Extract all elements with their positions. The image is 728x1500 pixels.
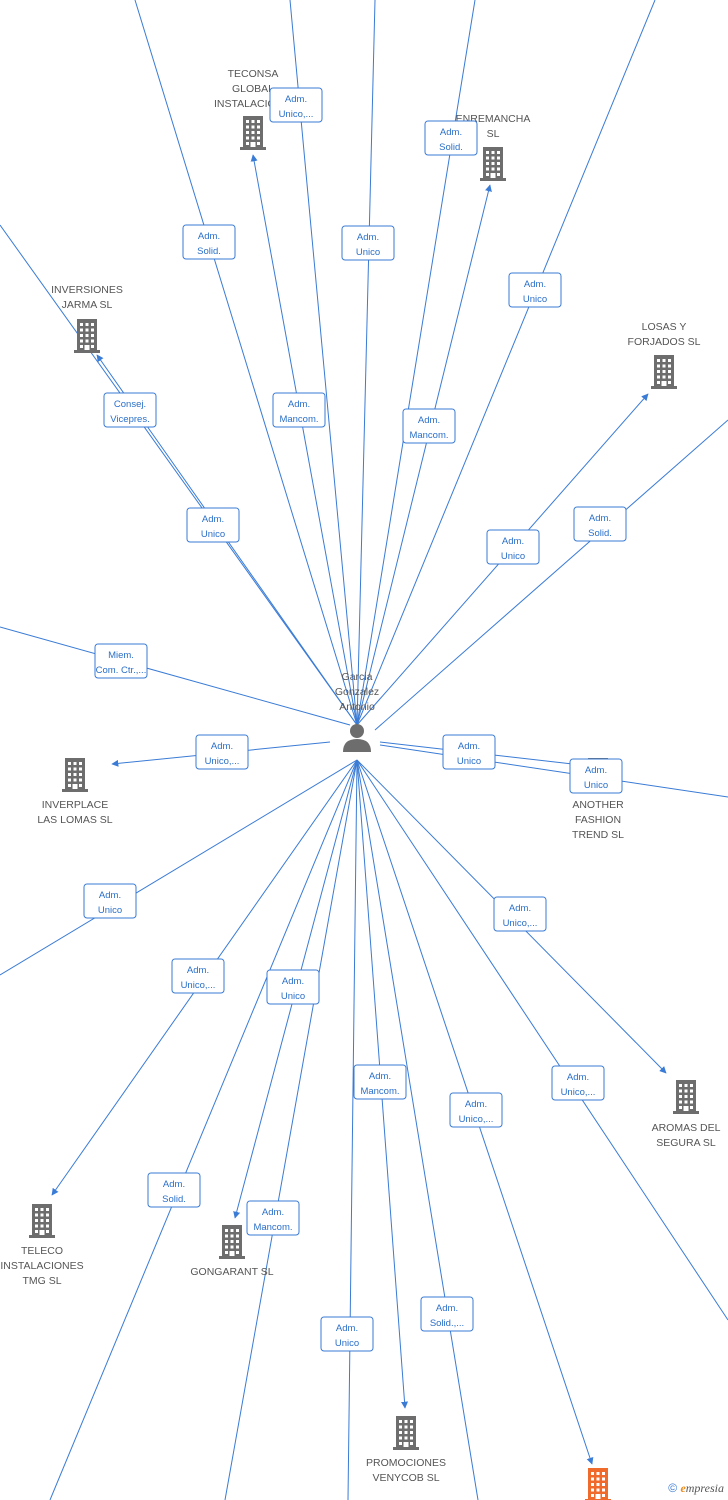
- svg-text:Adm.Mancom.: Adm.Mancom.: [409, 415, 448, 441]
- building-icon-promociones[interactable]: [393, 1416, 419, 1450]
- svg-text:Adm.Unico: Adm.Unico: [584, 765, 608, 791]
- relation-label-18[interactable]: Adm.Unico,...: [493, 896, 547, 932]
- relation-label-17[interactable]: Adm.Unico: [266, 969, 320, 1005]
- svg-text:Adm.Unico: Adm.Unico: [281, 976, 305, 1002]
- edge-line-14: [379, 744, 728, 798]
- building-icon-teconsa[interactable]: [240, 116, 266, 150]
- edge-line-23: [224, 759, 358, 1500]
- svg-text:Adm.Unico: Adm.Unico: [523, 279, 547, 305]
- svg-text:Adm.Unico,...: Adm.Unico,...: [181, 965, 216, 991]
- edge-line-5: [0, 224, 358, 726]
- relation-label-1[interactable]: Adm.Solid.: [182, 224, 236, 260]
- relation-label-14[interactable]: Adm.Unico: [569, 758, 623, 794]
- building-icon-losas[interactable]: [651, 355, 677, 389]
- building-icon-enremancha[interactable]: [480, 147, 506, 181]
- empresia-logo: empresia: [680, 1481, 724, 1495]
- relation-label-15[interactable]: Adm.Unico: [83, 883, 137, 919]
- relation-label-3[interactable]: Adm.Unico: [341, 225, 395, 261]
- edge-line-11: [0, 626, 351, 726]
- svg-text:Adm.Unico: Adm.Unico: [501, 536, 525, 562]
- person-icon[interactable]: [343, 724, 371, 752]
- relation-label-6[interactable]: Adm.Mancom.: [272, 392, 326, 428]
- building-icon-aromas[interactable]: [673, 1080, 699, 1114]
- relation-labels-layer: Adm.Unico,... Adm.Solid. Adm.Solid. Adm.Uni…: [83, 87, 627, 1352]
- relation-label-7[interactable]: Adm.Mancom.: [402, 408, 456, 444]
- svg-text:Adm.Unico: Adm.Unico: [356, 232, 380, 258]
- svg-text:Miem.Com. Ctr.,...: Miem.Com. Ctr.,...: [96, 650, 147, 676]
- building-icon-gongarant[interactable]: [219, 1225, 245, 1259]
- building-icon-bottom_orange[interactable]: [585, 1468, 611, 1500]
- svg-text:Adm.Mancom.: Adm.Mancom.: [360, 1071, 399, 1097]
- svg-text:Adm.Unico: Adm.Unico: [201, 514, 225, 540]
- copyright-symbol: ©: [668, 1481, 678, 1495]
- edge-line-7: [356, 184, 492, 726]
- relation-label-19[interactable]: Adm.Mancom.: [353, 1064, 407, 1100]
- relation-label-23[interactable]: Adm.Mancom.: [246, 1200, 300, 1236]
- building-icon-teleco[interactable]: [29, 1204, 55, 1238]
- svg-text:Adm.Solid.,...: Adm.Solid.,...: [430, 1303, 464, 1329]
- svg-text:Adm.Unico,...: Adm.Unico,...: [503, 903, 538, 929]
- edge-line-6: [250, 154, 358, 726]
- building-icon-inversiones[interactable]: [74, 319, 100, 353]
- relation-label-24[interactable]: Adm.Unico: [320, 1316, 374, 1352]
- edge-line-24: [347, 759, 358, 1500]
- edge-line-10: [374, 419, 728, 731]
- edge-line-3: [356, 0, 476, 726]
- edge-line-1: [134, 0, 358, 726]
- svg-text:Adm.Unico,...: Adm.Unico,...: [561, 1072, 596, 1098]
- relation-label-11[interactable]: Miem.Com. Ctr.,...: [94, 643, 148, 679]
- svg-text:Adm.Unico: Adm.Unico: [335, 1323, 359, 1349]
- svg-text:Adm.Unico,...: Adm.Unico,...: [459, 1099, 494, 1125]
- relation-label-13[interactable]: Adm.Unico: [442, 734, 496, 770]
- building-icon-inverplace[interactable]: [62, 758, 88, 792]
- relation-label-9[interactable]: Adm.Unico: [486, 529, 540, 565]
- svg-text:Adm.Solid.: Adm.Solid.: [439, 127, 463, 153]
- relation-label-12[interactable]: Adm.Unico,...: [195, 734, 249, 770]
- svg-text:Adm.Solid.: Adm.Solid.: [588, 513, 612, 539]
- relation-label-10[interactable]: Adm.Solid.: [573, 506, 627, 542]
- svg-text:Adm.Unico: Adm.Unico: [457, 741, 481, 767]
- svg-text:Adm.Unico,...: Adm.Unico,...: [205, 741, 240, 767]
- relation-label-4[interactable]: Adm.Unico: [508, 272, 562, 308]
- svg-text:Adm.Mancom.: Adm.Mancom.: [253, 1207, 292, 1233]
- relation-label-2[interactable]: Adm.Solid.: [424, 120, 478, 156]
- edge-line-25: [356, 759, 479, 1500]
- relation-label-0[interactable]: Adm.Unico,...: [269, 87, 323, 123]
- svg-text:Adm.Solid.: Adm.Solid.: [162, 1179, 186, 1205]
- footer-brand[interactable]: © empresia: [668, 1481, 724, 1496]
- edge-line-15: [0, 759, 358, 976]
- svg-text:Adm.Unico: Adm.Unico: [98, 890, 122, 916]
- svg-text:Adm.Solid.: Adm.Solid.: [197, 231, 221, 257]
- svg-text:Adm.Mancom.: Adm.Mancom.: [279, 399, 318, 425]
- edge-line-22: [49, 759, 358, 1500]
- relation-label-8[interactable]: Adm.Unico: [186, 507, 240, 543]
- relation-label-20[interactable]: Adm.Unico,...: [551, 1065, 605, 1101]
- relation-label-16[interactable]: Adm.Unico,...: [171, 958, 225, 994]
- company-label-gongarant: GONGARANT SL: [190, 1266, 273, 1278]
- relation-label-22[interactable]: Adm.Solid.: [147, 1172, 201, 1208]
- svg-text:Adm.Unico,...: Adm.Unico,...: [279, 94, 314, 120]
- edge-line-2: [356, 0, 376, 726]
- svg-text:Consej.Vicepres.: Consej.Vicepres.: [110, 399, 149, 425]
- edge-line-4: [356, 0, 656, 726]
- edge-line-21: [356, 759, 728, 1321]
- relation-label-25[interactable]: Adm.Solid.,...: [420, 1296, 474, 1332]
- relation-label-21[interactable]: Adm.Unico,...: [449, 1092, 503, 1128]
- relation-label-5[interactable]: Consej.Vicepres.: [103, 392, 157, 428]
